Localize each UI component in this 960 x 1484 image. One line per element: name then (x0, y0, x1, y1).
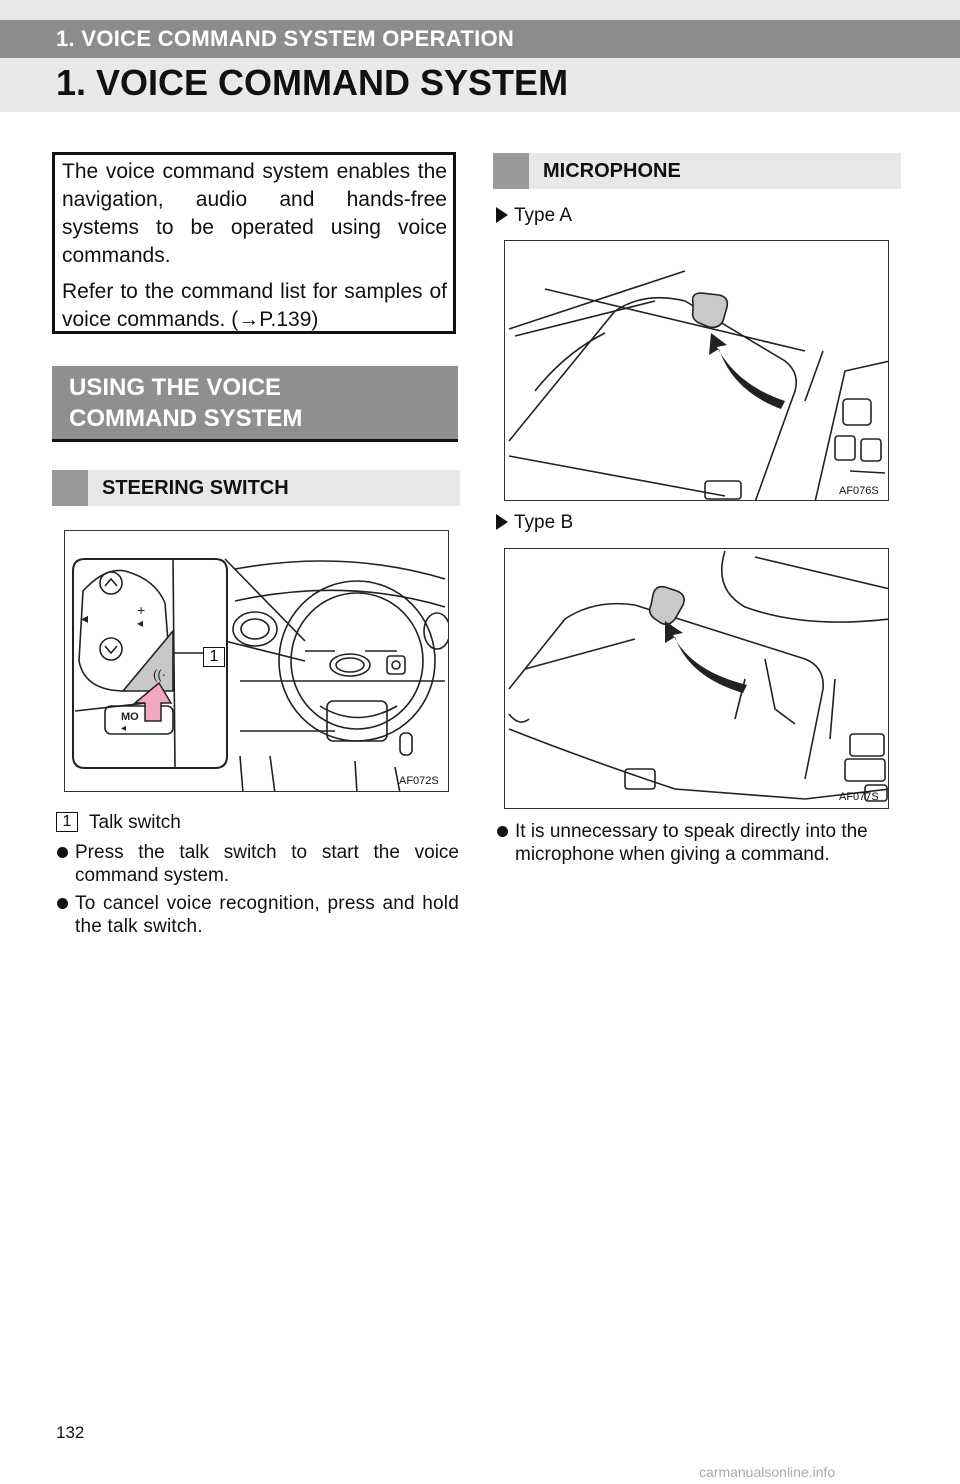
steering-heading-text: STEERING SWITCH (102, 477, 289, 499)
bullet-item: It is unnecessary to speak directly into… (497, 820, 907, 866)
heading-tab (52, 470, 88, 506)
svg-text:MO: MO (121, 711, 139, 723)
legend-number: 1 (62, 813, 72, 830)
svg-text:◂: ◂ (81, 610, 88, 626)
type-b-label: Type B (496, 512, 573, 534)
microphone-heading: MICROPHONE (493, 153, 901, 189)
bullet-text: To cancel voice recognition, press and h… (75, 893, 459, 937)
callout-number-box: 1 (203, 647, 225, 667)
bullet-dot (57, 847, 68, 858)
legend-number-box: 1 (56, 812, 78, 832)
bullet-text: Press the talk switch to start the voice… (75, 842, 459, 886)
microphone-type-b-figure: AF077S (504, 548, 889, 809)
intro-reference: Refer to the command list for samples of… (62, 280, 447, 331)
page-number: 132 (56, 1423, 85, 1442)
heading-tab (493, 153, 529, 189)
using-heading-line-1: USING THE VOICE (69, 374, 282, 401)
svg-text:((·: ((· (153, 667, 166, 682)
figure-code: AF077S (839, 791, 879, 803)
page-title: 1. VOICE COMMAND SYSTEM (56, 62, 569, 103)
triangle-bullet-icon (496, 207, 508, 223)
microphone-heading-text: MICROPHONE (543, 160, 681, 182)
bullet-item: Press the talk switch to start the voice… (57, 841, 459, 887)
overhead-console-a-illustration (508, 270, 888, 500)
type-a-text: Type A (514, 205, 573, 226)
svg-text:◂: ◂ (137, 616, 143, 630)
steering-switch-heading: STEERING SWITCH (52, 470, 460, 506)
callout-number: 1 (209, 648, 219, 665)
bullet-dot (497, 826, 508, 837)
steering-wheel-illustration: ◂ + ◂ MO ◂ ((· (72, 558, 448, 791)
section-bar: 1. VOICE COMMAND SYSTEM OPERATION (0, 20, 960, 58)
using-heading: USING THE VOICE COMMAND SYSTEM (52, 366, 458, 442)
bullet-dot (57, 898, 68, 909)
intro-paragraph: The voice command system enables the nav… (62, 160, 447, 267)
microphone-type-a-figure: AF076S (504, 240, 889, 501)
intro-box: The voice command system enables the nav… (52, 152, 456, 334)
watermark: carmanualsonline.info (699, 1464, 836, 1480)
using-heading-line-2: COMMAND SYSTEM (69, 405, 303, 432)
section-label: 1. VOICE COMMAND SYSTEM OPERATION (56, 26, 515, 51)
using-heading-text: USING THE VOICE COMMAND SYSTEM (69, 372, 302, 434)
bullet-text: It is unnecessary to speak directly into… (515, 821, 868, 865)
bullet-item: To cancel voice recognition, press and h… (57, 892, 459, 938)
svg-text:+: + (137, 602, 145, 618)
figure-code: AF076S (839, 485, 879, 497)
steering-figure: ◂ + ◂ MO ◂ ((· 1 AF072S (64, 530, 449, 792)
svg-text:◂: ◂ (121, 723, 126, 734)
figure-code: AF072S (399, 775, 439, 787)
overhead-console-b-illustration (508, 550, 888, 802)
type-a-label: Type A (496, 205, 572, 227)
legend-text: Talk switch (89, 812, 181, 833)
triangle-bullet-icon (496, 514, 508, 530)
type-b-text: Type B (514, 512, 574, 533)
